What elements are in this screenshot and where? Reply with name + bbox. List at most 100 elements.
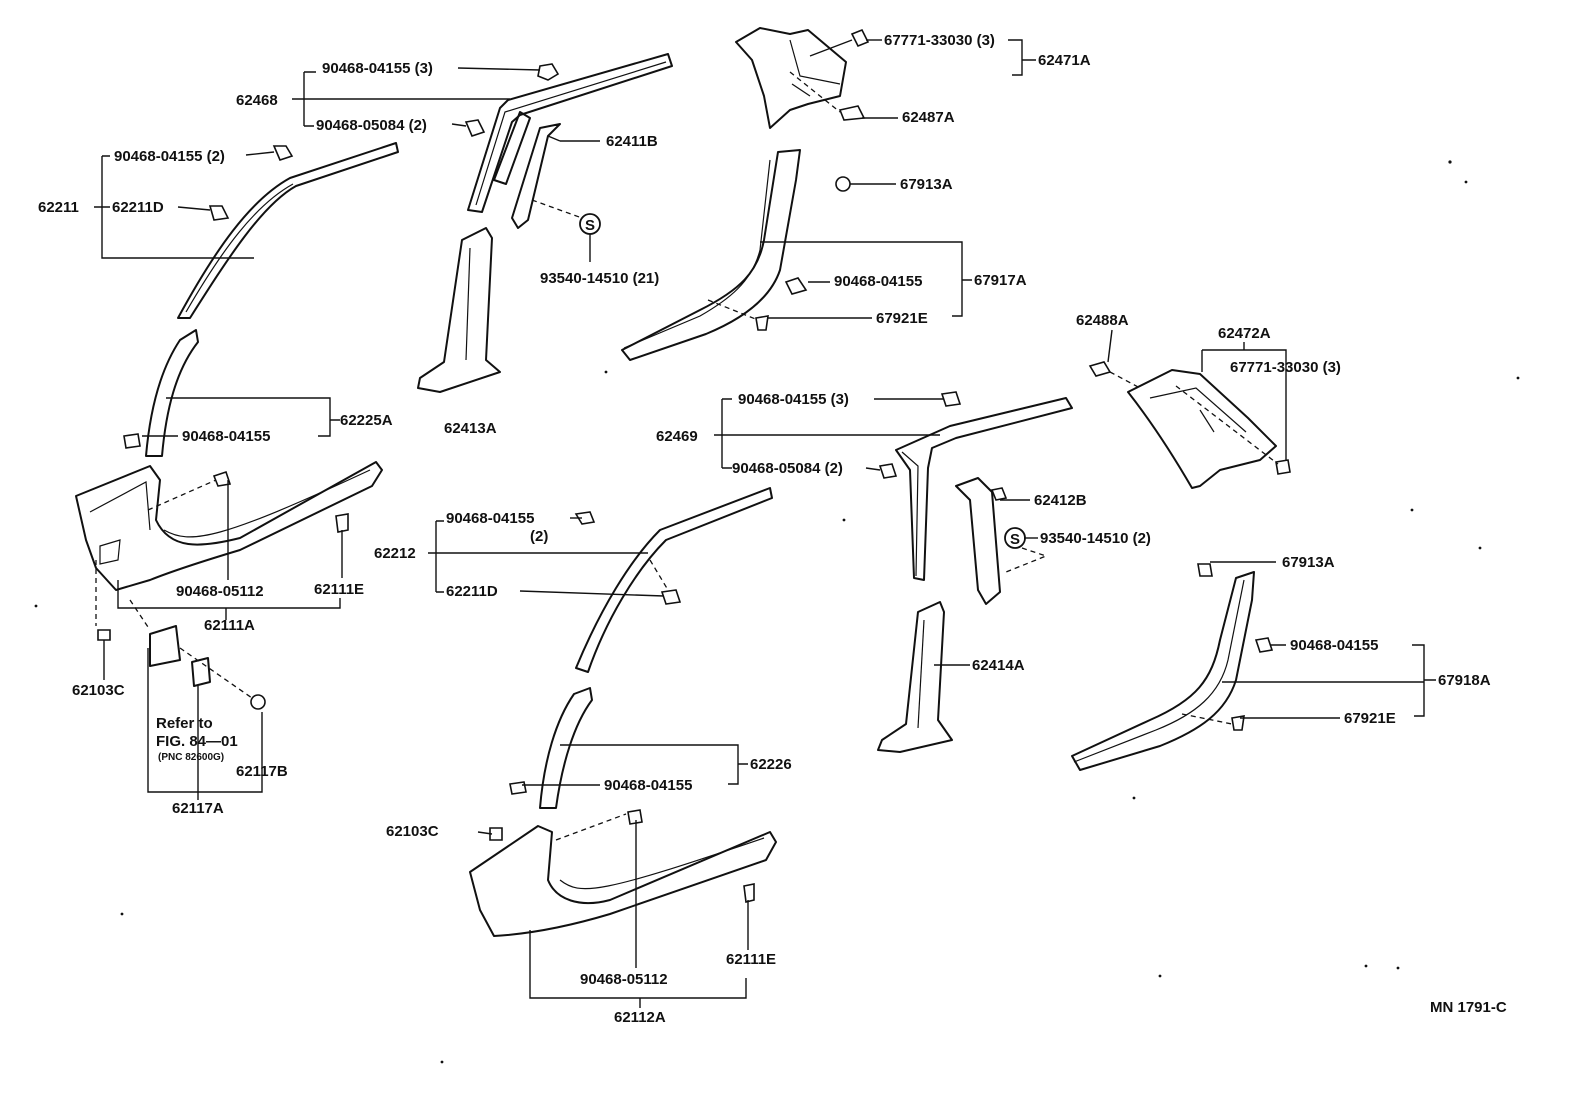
part-62411B-garnish: [511, 123, 561, 229]
label-62211d: 62211D: [446, 583, 498, 600]
clip-icon: [537, 63, 560, 81]
label-62111a: 62111A: [204, 617, 255, 634]
label-62413a: 62413A: [444, 420, 497, 437]
clip-icon: [838, 105, 866, 121]
part-62212-trim: [575, 487, 773, 673]
label-62117a: 62117A: [172, 800, 224, 817]
label-67921e: 67921E: [876, 310, 928, 327]
screw-icon: [250, 694, 266, 710]
label-67771-33030-3: 67771-33030 (3): [884, 32, 995, 49]
clip-icon: [940, 391, 962, 407]
label-90468-05112: 90468-05112: [176, 583, 264, 600]
clip-icon: [660, 589, 682, 605]
label-62411b: 62411B: [606, 133, 658, 150]
label-90468-04155: 90468-04155: [182, 428, 270, 445]
label-62225a: 62225A: [340, 412, 393, 429]
label-90468-04155-3: 90468-04155 (3): [738, 391, 849, 408]
part-62471A-quarter-trim: [735, 27, 847, 129]
clip-icon: [1275, 459, 1291, 475]
label-90468-04155: 90468-04155: [834, 273, 922, 290]
label-62111e: 62111E: [314, 581, 364, 598]
clip-icon: [1197, 563, 1213, 577]
label-67771-33030-3: 67771-33030 (3): [1230, 359, 1341, 376]
label-62226: 62226: [750, 756, 792, 773]
note-refer-to: Refer to: [156, 715, 213, 732]
svg-text:S: S: [585, 217, 595, 234]
label-90468-05084-2: 90468-05084 (2): [316, 117, 427, 134]
label-90468-05084-2: 90468-05084 (2): [732, 460, 843, 477]
label-62112a: 62112A: [614, 1009, 666, 1026]
clip-icon: [509, 781, 527, 795]
label-90468-04155: 90468-04155: [1290, 637, 1378, 654]
clip-icon: [489, 827, 503, 841]
part-62468-roof-rail: [467, 53, 673, 213]
label-62211: 62211: [38, 199, 79, 216]
label-62412b: 62412B: [1034, 492, 1087, 509]
part-62413A-pillar: [417, 227, 501, 393]
clip-icon: [990, 487, 1008, 501]
clip-icon: [464, 119, 486, 137]
part-62414A-pillar: [877, 601, 953, 753]
label-62117b: 62117B: [236, 763, 288, 780]
label-62471a: 62471A: [1038, 52, 1091, 69]
part-62412B-garnish: [955, 477, 1001, 605]
label-90468-04155-3: 90468-04155 (3): [322, 60, 433, 77]
clip-icon: [784, 277, 808, 295]
labels: 90468-04155 (3) 62468 90468-05084 (2) 62…: [38, 32, 1507, 1026]
label-62469: 62469: [656, 428, 698, 445]
label-67913a: 67913A: [1282, 554, 1335, 571]
clip-icon: [335, 513, 349, 533]
clip-icon: [627, 809, 643, 825]
clip-icon: [850, 28, 870, 48]
label-67913a: 67913A: [900, 176, 953, 193]
label-67917a: 67917A: [974, 272, 1027, 289]
label-62212: 62212: [374, 545, 416, 562]
clip-icon: [212, 470, 232, 487]
label-90468-04155: 90468-04155: [446, 510, 534, 527]
note-fig: FIG. 84—01: [156, 733, 238, 750]
note-pnc: (PNC 82600G): [158, 752, 224, 763]
label-90468-04155: 90468-04155: [604, 777, 692, 794]
stray-dots: [34, 160, 1520, 1064]
clip-icon: [755, 315, 769, 331]
part-62111A-scuff-plate: [75, 461, 383, 591]
label-90468-04155-2: 90468-04155 (2): [114, 148, 225, 165]
part-62211-garnish: [177, 142, 399, 319]
part-62469-roof-rail: [895, 397, 1073, 581]
label-62487a: 62487A: [902, 109, 955, 126]
part-62112A-scuff-plate: [469, 825, 777, 937]
clip-icon: [878, 463, 898, 479]
clip-icon: [208, 205, 230, 221]
label-62488a: 62488A: [1076, 312, 1129, 329]
label-93540-14510-21: 93540-14510 (21): [540, 270, 659, 287]
part-62117A-cover: [149, 625, 211, 687]
label-62472a: 62472A: [1218, 325, 1271, 342]
svg-text:S: S: [1010, 531, 1020, 548]
figure-code: MN 1791-C: [1430, 999, 1507, 1016]
leader-lines: [94, 39, 1436, 1008]
label-paren-2: (2): [530, 528, 548, 545]
screw-icon: [835, 176, 851, 192]
label-67918a: 67918A: [1438, 672, 1491, 689]
part-67917A-pillar: [621, 149, 801, 361]
clips: [97, 28, 1291, 903]
clip-icon: [743, 883, 755, 903]
part-62472A-quarter-trim: [1127, 369, 1277, 489]
part-62226-trim: [539, 687, 593, 809]
label-62103c: 62103C: [386, 823, 439, 840]
clip-icon: [574, 511, 596, 525]
clip-icon: [1088, 361, 1112, 377]
clip-icon: [1254, 637, 1274, 653]
part-62225A-trim: [145, 329, 199, 457]
label-62414a: 62414A: [972, 657, 1025, 674]
clip-icon: [123, 433, 141, 449]
part-67918A-pillar: [1071, 571, 1255, 771]
label-62103c: 62103C: [72, 682, 125, 699]
label-62468: 62468: [236, 92, 278, 109]
label-67921e: 67921E: [1344, 710, 1396, 727]
clip-icon: [272, 145, 294, 161]
label-90468-05112: 90468-05112: [580, 971, 668, 988]
clip-icon: [97, 629, 111, 641]
